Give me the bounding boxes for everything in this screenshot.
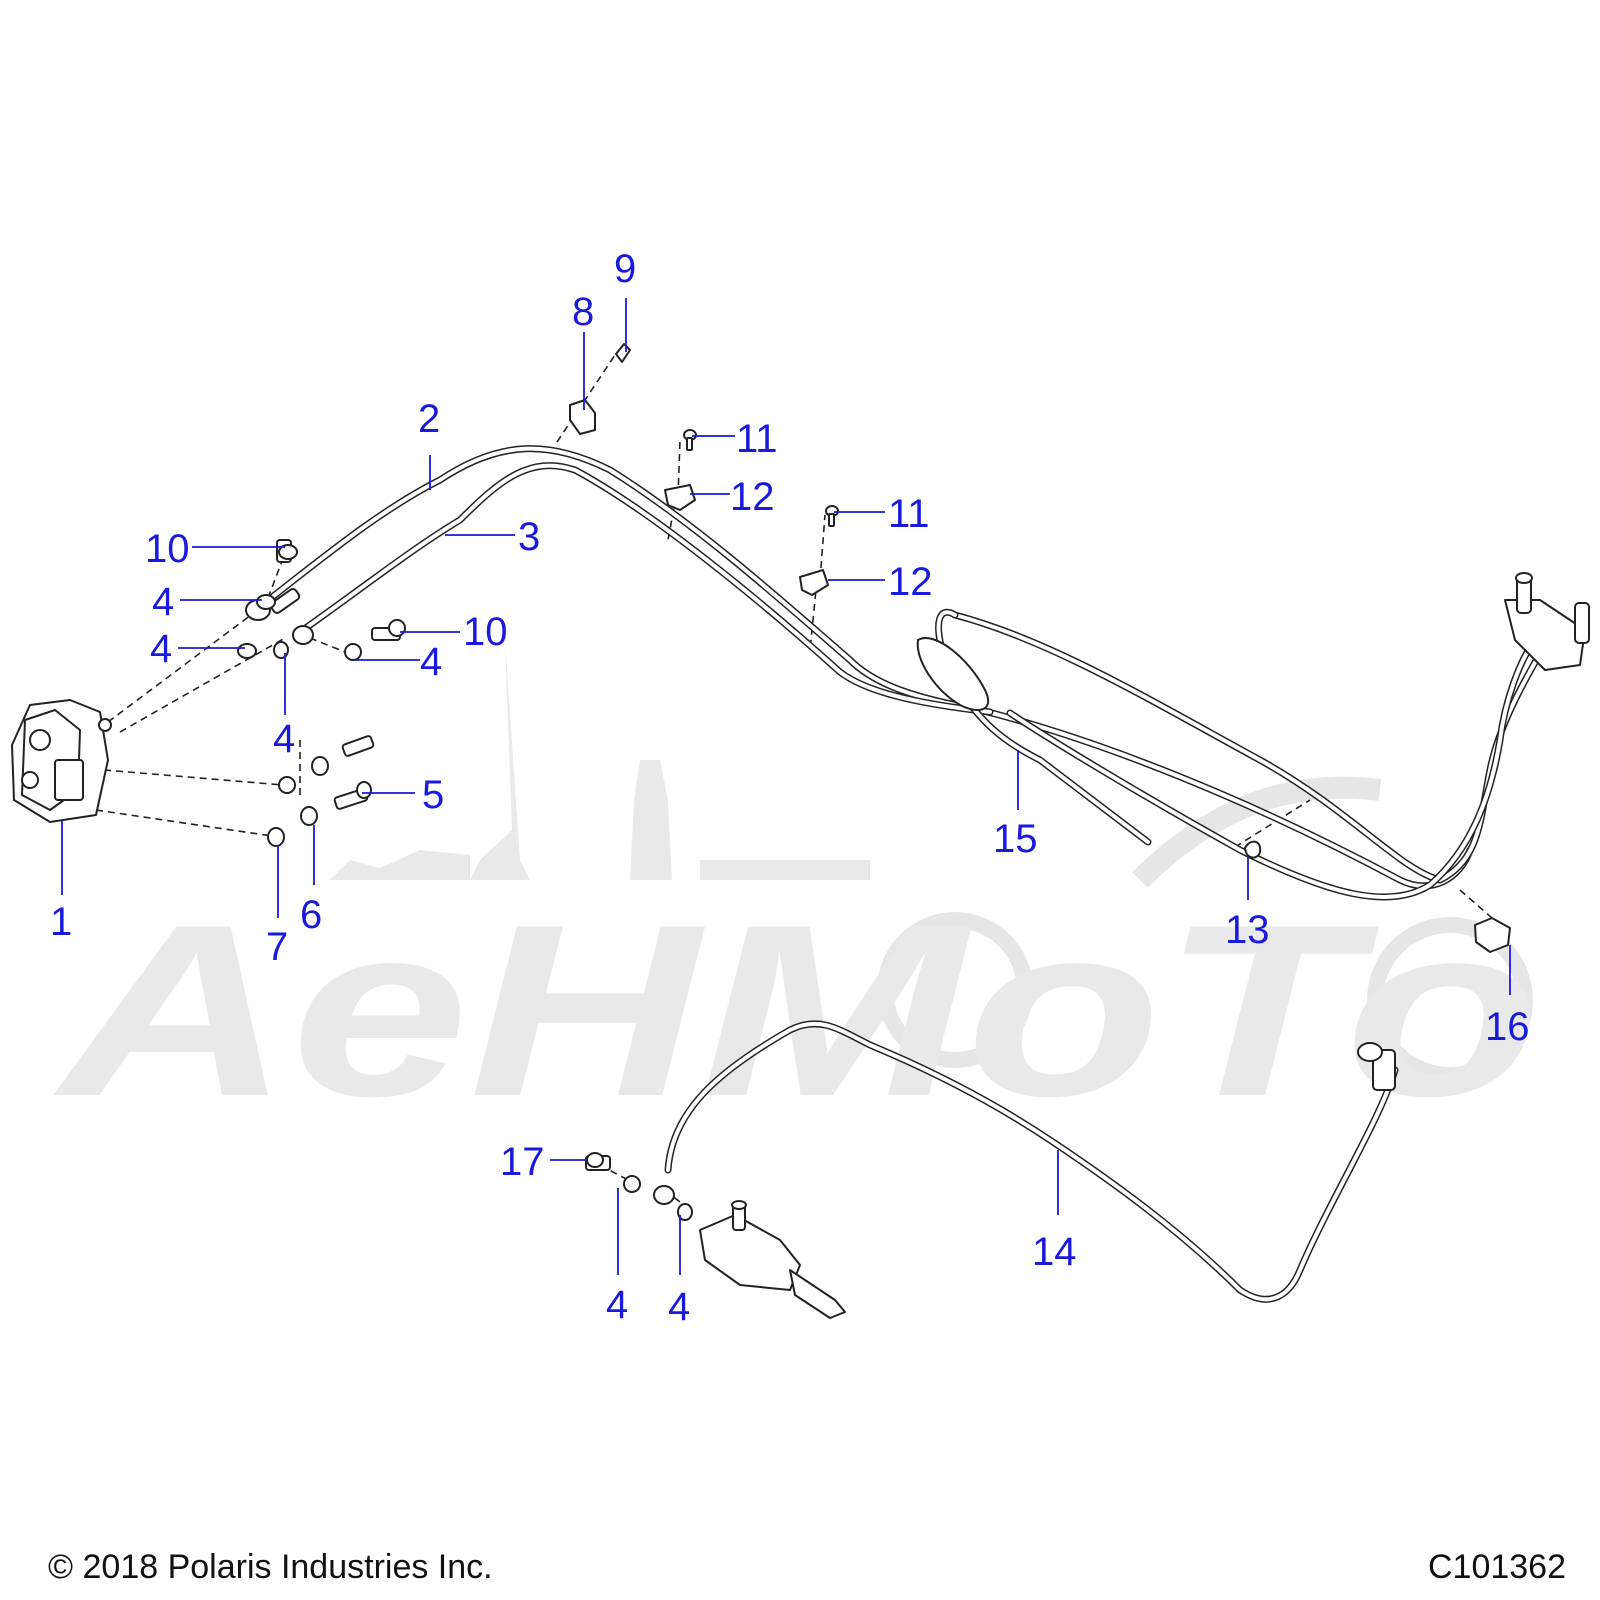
callout-14: 14	[1032, 1230, 1077, 1274]
callout-4b: 4	[150, 627, 172, 671]
callout-10b: 10	[463, 610, 508, 654]
callout-1: 1	[50, 900, 72, 944]
callout-11a: 11	[736, 417, 778, 461]
callout-13: 13	[1225, 908, 1270, 952]
hose-2	[258, 445, 1474, 890]
callout-4f: 4	[668, 1285, 690, 1329]
brake-caliper	[11, 699, 112, 823]
callout-7: 7	[266, 925, 288, 969]
callout-2: 2	[418, 397, 440, 441]
hose-15-loop	[916, 609, 1564, 901]
callout-4a: 4	[152, 580, 174, 624]
callout-5: 5	[422, 773, 444, 817]
leader-lines	[61, 298, 1511, 1275]
callout-4c: 4	[273, 717, 295, 761]
callout-6: 6	[300, 893, 322, 937]
callout-12b: 12	[888, 560, 933, 604]
callout-10a: 10	[145, 527, 190, 571]
callout-4d: 4	[420, 640, 442, 684]
callout-12a: 12	[730, 475, 775, 519]
callout-labels: 1 2 3 4 4 4 4 4 4 5 6 7 8 9 10 10 11 11 …	[50, 247, 1530, 1329]
callout-16: 16	[1485, 1005, 1530, 1049]
brake-line-14	[664, 1020, 1399, 1303]
assembly-lines	[95, 354, 1501, 1211]
copyright-notice: © 2018 Polaris Industries Inc.	[48, 1548, 493, 1586]
callout-15: 15	[993, 817, 1038, 861]
callout-8: 8	[572, 290, 594, 334]
callout-3: 3	[518, 515, 540, 559]
hose-3	[296, 462, 994, 716]
callout-4e: 4	[606, 1283, 628, 1327]
fittings	[237, 343, 1590, 1319]
callout-17: 17	[500, 1140, 545, 1184]
callout-11b: 11	[888, 492, 930, 536]
drawing-id: C101362	[1427, 1548, 1566, 1586]
callout-9: 9	[614, 247, 636, 291]
watermark: AeHMoTo	[52, 540, 1540, 1147]
watermark-text: AeHMoTo	[52, 873, 1540, 1147]
